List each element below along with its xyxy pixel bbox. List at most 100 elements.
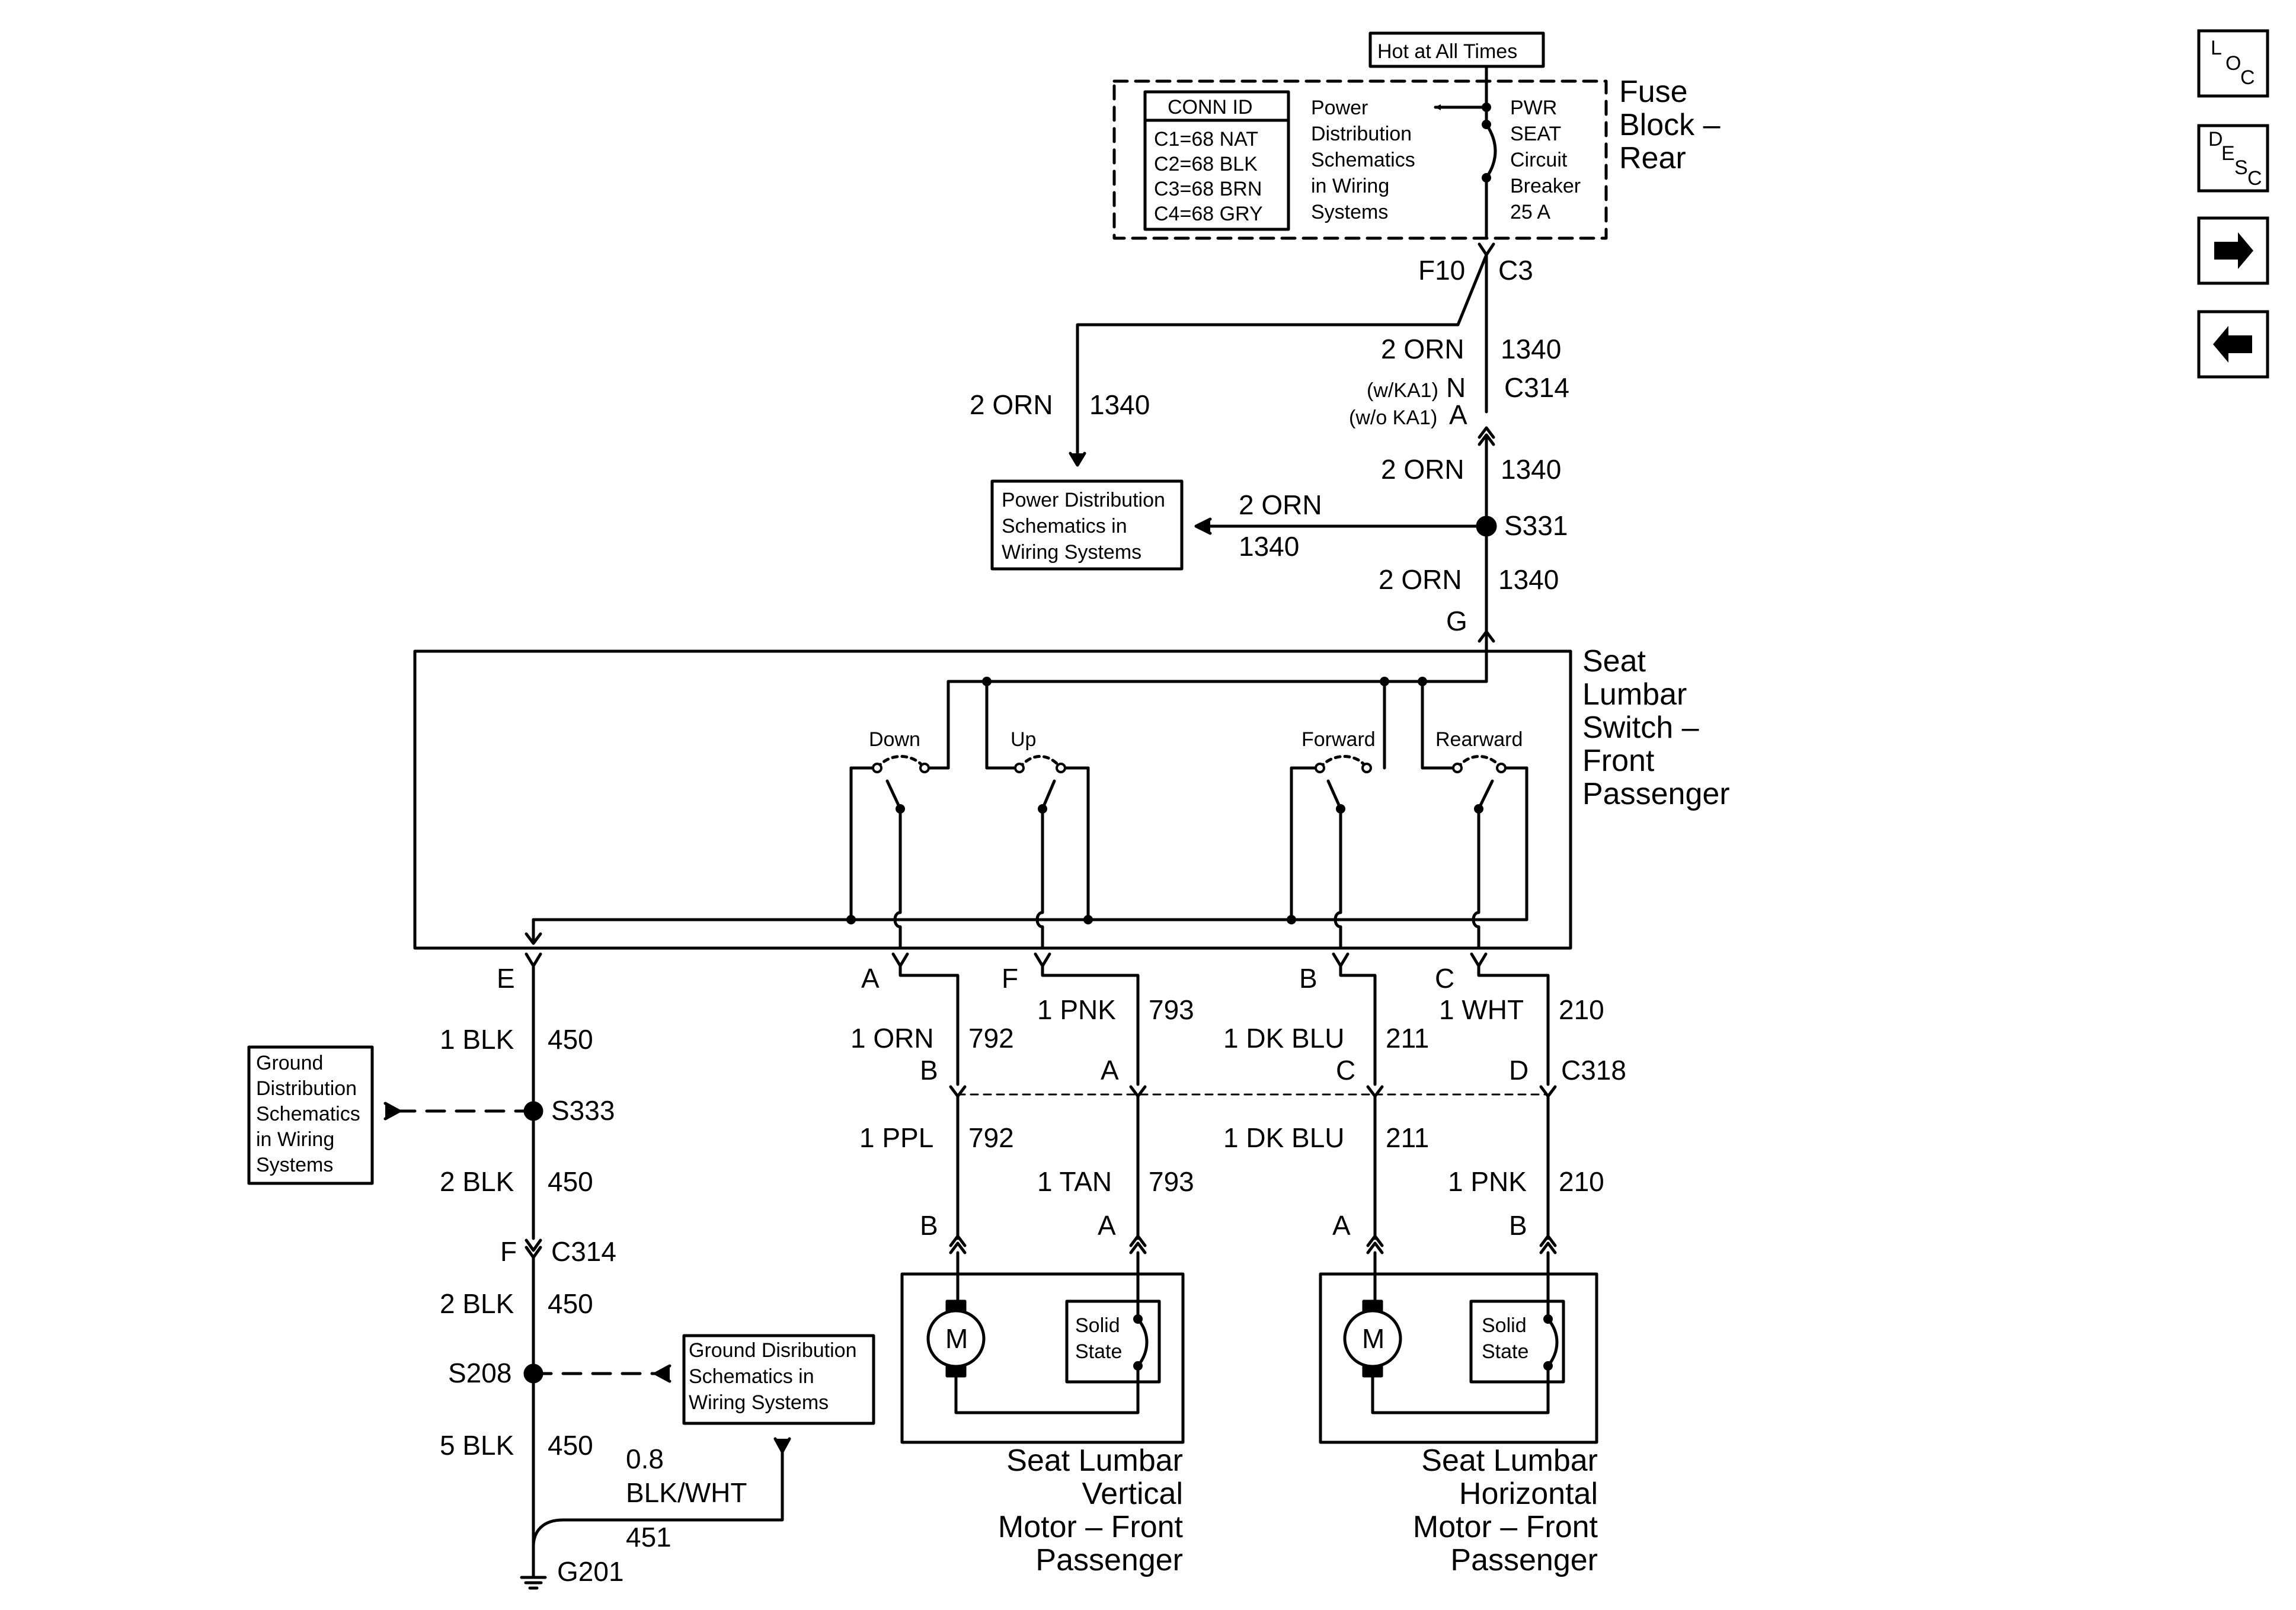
switch-title-5: Passenger <box>1582 777 1730 811</box>
previous-page-button[interactable] <box>2197 310 2269 379</box>
conn-id-c2: C2=68 BLK <box>1154 153 1258 175</box>
motor-h-pin-a: A <box>1332 1210 1351 1241</box>
wire-orn-top: 2 ORN <box>1381 334 1464 364</box>
c318-pin-a: A <box>1101 1055 1119 1086</box>
circuit-211-b: 211 <box>1386 1122 1429 1153</box>
power-dist-ref-2: Schematics in <box>1002 515 1127 537</box>
circuit-792-b: 792 <box>968 1122 1014 1153</box>
ground-dist-ref-bottom-box <box>682 1334 875 1425</box>
c318-pin-d: D <box>1509 1055 1528 1086</box>
conn-id-c4: C4=68 GRY <box>1154 203 1263 225</box>
circuit-1340-branch: 1340 <box>1239 531 1299 562</box>
ground-g201-label: G201 <box>557 1556 624 1587</box>
c314-pin-f: F <box>500 1236 517 1267</box>
switch-up-label: Up <box>1011 728 1036 751</box>
connector-g: G <box>1446 606 1467 636</box>
breaker-1: PWR <box>1510 97 1557 119</box>
horizontal-solid-state-box <box>1469 1299 1565 1384</box>
circuit-1340-left: 1340 <box>1089 389 1150 420</box>
conn-id-header: CONN ID <box>1168 96 1253 119</box>
conn-id-c1: C1=68 NAT <box>1154 128 1258 151</box>
switch-title-1: Seat <box>1582 644 1646 678</box>
seat-lumbar-switch-box <box>413 649 1572 950</box>
motor-v-pin-a: A <box>1098 1210 1116 1241</box>
wire-blk-5: 5 BLK <box>440 1430 514 1461</box>
horizontal-solid-state-2: State <box>1482 1340 1528 1363</box>
circuit-210-b: 210 <box>1559 1166 1604 1197</box>
loc-button[interactable]: L O C <box>2197 29 2269 98</box>
vertical-solid-state-1: Solid <box>1075 1314 1120 1337</box>
desc-letter-e: E <box>2221 142 2235 165</box>
fuse-block-outline <box>1112 79 1608 240</box>
wire-dkblu-1: 1 DK BLU <box>1223 1023 1345 1054</box>
wire-orn-mid: 2 ORN <box>1381 454 1464 485</box>
ground-ref-left-5: Systems <box>256 1154 333 1176</box>
wire-orn-branch: 2 ORN <box>1239 489 1322 520</box>
loc-letter-l: L <box>2211 37 2222 59</box>
loc-letter-o: O <box>2225 52 2241 75</box>
pin-c-switch: C <box>1435 963 1454 994</box>
switch-forward-label: Forward <box>1302 728 1376 751</box>
fuse-block-title-3: Rear <box>1619 141 1686 175</box>
ground-ref-left-2: Distribution <box>256 1077 357 1100</box>
wire-tan-1: 1 TAN <box>1037 1166 1112 1197</box>
left-arrow-icon <box>2213 326 2252 363</box>
circuit-450-5: 450 <box>548 1430 593 1461</box>
vertical-motor-title-3: Motor – Front <box>998 1510 1184 1544</box>
next-page-button[interactable] <box>2197 216 2269 285</box>
ground-ref-left-4: in Wiring <box>256 1128 334 1151</box>
circuit-793-a: 793 <box>1149 994 1194 1025</box>
motor-v-pin-b: B <box>920 1210 938 1241</box>
wire-blk-2: 2 BLK <box>440 1166 514 1197</box>
splice-s208-label: S208 <box>448 1358 511 1388</box>
wire-blk-3: 2 BLK <box>440 1288 514 1319</box>
circuit-211-a: 211 <box>1386 1023 1429 1054</box>
ground-dist-ref-left-box <box>247 1045 374 1185</box>
circuit-450-3: 450 <box>548 1288 593 1319</box>
switch-down-label: Down <box>869 728 920 751</box>
wire-blk-1: 1 BLK <box>440 1024 514 1055</box>
vertical-motor-m: M <box>945 1323 968 1354</box>
wire-blkwht: BLK/WHT <box>626 1477 747 1508</box>
connector-c3: C3 <box>1498 255 1533 286</box>
conn-id-c3: C3=68 BRN <box>1154 178 1262 200</box>
vertical-motor-title-4: Passenger <box>1035 1543 1183 1577</box>
desc-button[interactable]: D E S C <box>2197 124 2269 193</box>
power-ref-1: Power <box>1311 97 1368 119</box>
circuit-451: 451 <box>626 1522 671 1553</box>
circuit-450-1: 450 <box>548 1024 593 1055</box>
loc-letter-c: C <box>2240 66 2255 89</box>
vertical-motor-title-1: Seat Lumbar <box>1006 1443 1183 1478</box>
conn-id-box <box>1143 90 1290 231</box>
c318-pin-c: C <box>1336 1055 1355 1086</box>
with-ka1-label: (w/KA1) <box>1367 379 1438 402</box>
pin-f-switch: F <box>1002 963 1018 994</box>
switch-title-3: Switch – <box>1582 710 1699 745</box>
circuit-1340-bottom: 1340 <box>1498 564 1559 595</box>
connector-c314-top: C314 <box>1504 372 1569 403</box>
right-arrow-icon <box>2214 232 2253 269</box>
power-ref-3: Schematics <box>1311 149 1415 171</box>
breaker-3: Circuit <box>1510 149 1568 171</box>
vertical-motor-box <box>900 1272 1185 1444</box>
splice-s333-label: S333 <box>551 1095 615 1126</box>
power-distribution-ref-box <box>990 479 1184 571</box>
wire-pnk-1: 1 PNK <box>1037 994 1116 1025</box>
vertical-solid-state-2: State <box>1075 1340 1122 1363</box>
circuit-793-b: 793 <box>1149 1166 1194 1197</box>
connector-c318: C318 <box>1561 1055 1626 1086</box>
desc-letter-c: C <box>2247 167 2262 190</box>
connector-f10: F10 <box>1418 255 1465 286</box>
horizontal-motor-title-1: Seat Lumbar <box>1421 1443 1598 1478</box>
fuse-block-title-2: Block – <box>1619 108 1721 142</box>
horizontal-motor-box <box>1319 1272 1598 1444</box>
wire-dkblu-2: 1 DK BLU <box>1223 1122 1345 1153</box>
circuit-450-2: 450 <box>548 1166 593 1197</box>
horizontal-solid-state-1: Solid <box>1482 1314 1527 1337</box>
breaker-5: 25 A <box>1510 201 1550 223</box>
vertical-motor-title-2: Vertical <box>1082 1477 1183 1511</box>
hot-label: Hot at All Times <box>1377 40 1517 63</box>
ground-ref-bottom-3: Wiring Systems <box>689 1391 829 1414</box>
